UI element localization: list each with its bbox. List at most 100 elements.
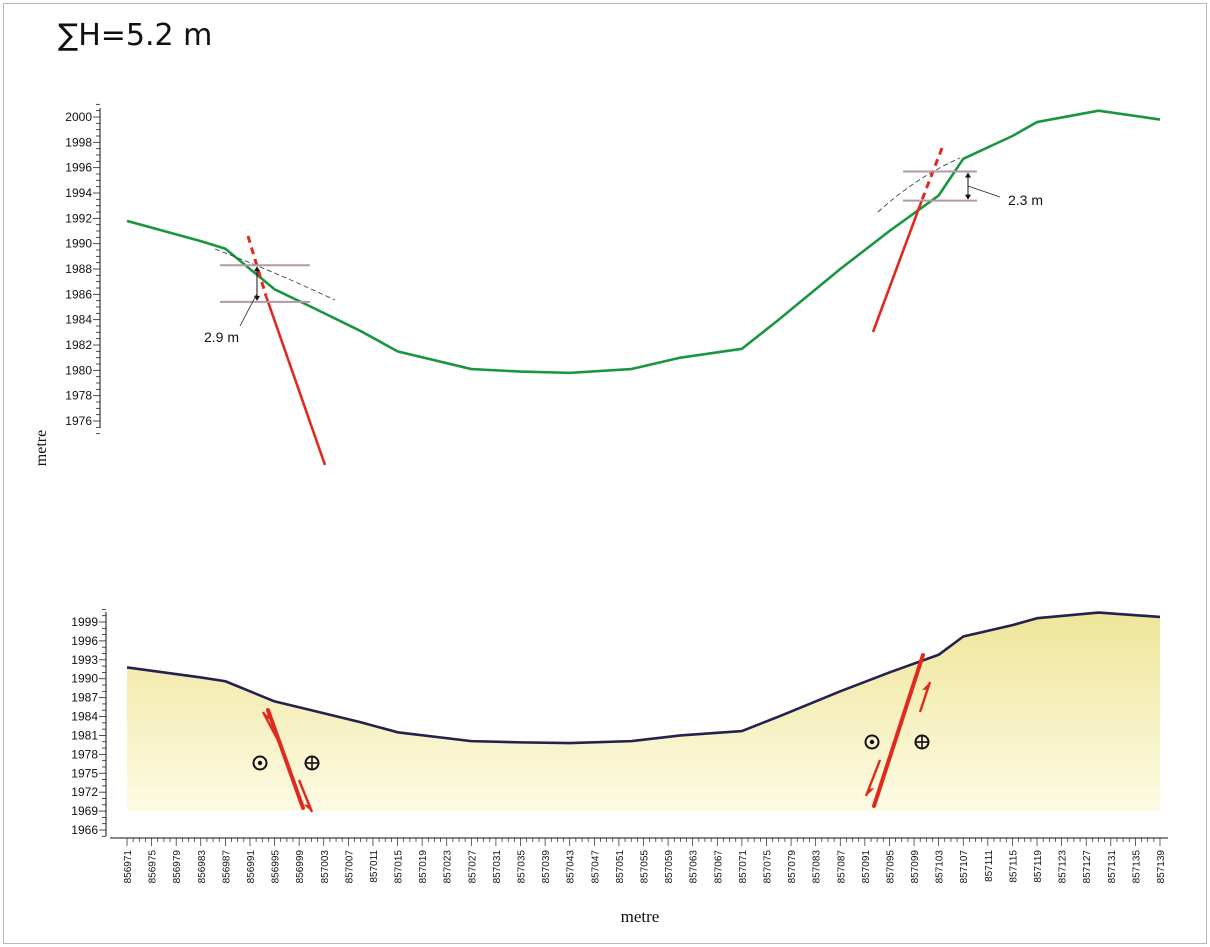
projected-surface-right [877,157,961,213]
x-tick-label: 857099 [910,850,921,884]
chart-title: ∑H=5.2 m [58,18,213,53]
fault-left-dashed [246,235,268,297]
y-tick-label: 1992 [65,211,92,225]
y-tick-label: 1980 [65,363,92,377]
x-tick-label: 856995 [271,850,282,884]
fault-left-section [266,708,305,810]
x-tick-label: 857011 [369,850,380,883]
y-tick-label: 1966 [71,823,98,837]
x-tick-label: 856971 [123,850,134,884]
slip-arrow-head [922,682,930,690]
arrow-head-up [965,172,971,178]
y-tick-label: 1984 [65,313,92,327]
motion-toward-symbol-right [864,734,880,750]
y-tick-label: 1982 [65,338,92,352]
y-tick-label: 1972 [71,785,98,799]
x-tick-label: 857107 [959,850,970,884]
y-tick-label: 1990 [71,672,98,686]
arrow-head-up [254,266,260,272]
x-tick-label: 857103 [935,850,946,884]
fault-right-dashed [920,147,944,201]
x-tick-label: 857071 [738,850,749,884]
y-tick-label: 1975 [71,766,98,780]
x-tick-label: 857079 [787,850,798,884]
x-tick-label: 857015 [394,850,405,884]
y-tick-label: 1999 [71,615,98,629]
slip-arrow-shaft [864,759,882,797]
motion-away-symbol-right [914,734,930,750]
slip-arrow-head [866,788,875,796]
slip-arrow-head [303,804,312,812]
x-tick-label: 857067 [713,850,724,884]
figure-frame [3,3,1207,944]
terrain-profile-line [126,109,1161,375]
fault-right [871,199,924,333]
y-tick-label: 1993 [71,653,98,667]
slip-arrow-left-up [261,711,284,749]
offset-label-right: 2.3 m [1008,192,1043,208]
y-tick-label: 1976 [65,414,92,428]
x-tick-label: 857135 [1131,850,1142,884]
symbol-ring [304,755,320,771]
callout-leader-left [239,293,258,327]
slip-arrow-head [263,712,273,720]
x-tick-label: 856975 [148,850,159,884]
terrain-fill [127,612,1160,812]
x-tick-label: 856999 [295,850,306,884]
y-tick-label: 1988 [65,262,92,276]
motion-away-symbol-left [304,755,320,771]
symbol-dot [869,739,875,745]
slip-arrow-left-down [297,779,314,813]
x-tick-label: 856983 [197,850,208,884]
symbol-ring [914,734,930,750]
x-tick-label: 857063 [689,850,700,884]
y-axis-label: metre [33,430,50,466]
x-tick-label: 857019 [418,850,429,884]
y-tick-label: 1978 [65,389,92,403]
x-tick-label: 857131 [1107,850,1118,884]
offset-label-left: 2.9 m [204,329,239,345]
x-tick-label: 857055 [640,850,651,884]
y-tick-label: 2000 [65,110,92,124]
fault-cross-section-chart: 1999 1996 1993 1990 1987 1984 1981 1978 1975 1972… [71,608,1168,926]
x-tick-label: 857091 [861,850,872,884]
x-tick-label: 857051 [615,850,626,884]
y-tick-label: 1984 [71,710,98,724]
x-tick-label: 857043 [566,850,577,884]
y-tick-label: 1978 [71,747,98,761]
x-tick-label: 857031 [492,850,503,884]
y-tick-label: 1986 [65,287,92,301]
symbol-dot [257,760,263,766]
callout-leader-right [967,185,1001,198]
y-tick-label: 1998 [65,135,92,149]
fault-right-section [872,653,925,808]
x-tick-label: 857047 [590,850,601,884]
x-tick-label: 857003 [320,850,331,884]
slip-arrow-shaft [261,711,284,749]
y-tick-label: 1996 [65,161,92,175]
x-tick-label: 856979 [172,850,183,884]
y-tick-label: 1969 [71,804,98,818]
y-tick-label: 1981 [71,728,98,742]
elevation-profile-chart: 2000199819961994199219901988198619841982… [33,103,1161,466]
x-tick-label: 857007 [344,850,355,884]
x-tick-label: 857083 [812,850,823,884]
x-tick-label: 856987 [221,850,232,884]
motion-toward-symbol-left [252,755,268,771]
x-tick-label: 857059 [664,850,675,884]
x-axis-label: metre [621,907,660,926]
x-tick-label: 856991 [246,850,257,884]
y-tick-label: 1996 [71,634,98,648]
x-tick-label: 857119 [1033,850,1044,883]
x-tick-label: 857027 [467,850,478,884]
x-tick-label: 857023 [443,850,454,884]
fault-left [264,295,327,466]
symbol-ring [252,755,268,771]
x-tick-label: 857035 [517,850,528,884]
x-tick-label: 857115 [1008,850,1019,883]
x-tick-label: 857139 [1156,850,1167,884]
slip-arrow-right-down [864,759,882,797]
x-tick-label: 857095 [885,850,896,884]
y-tick-label: 1987 [71,691,98,705]
